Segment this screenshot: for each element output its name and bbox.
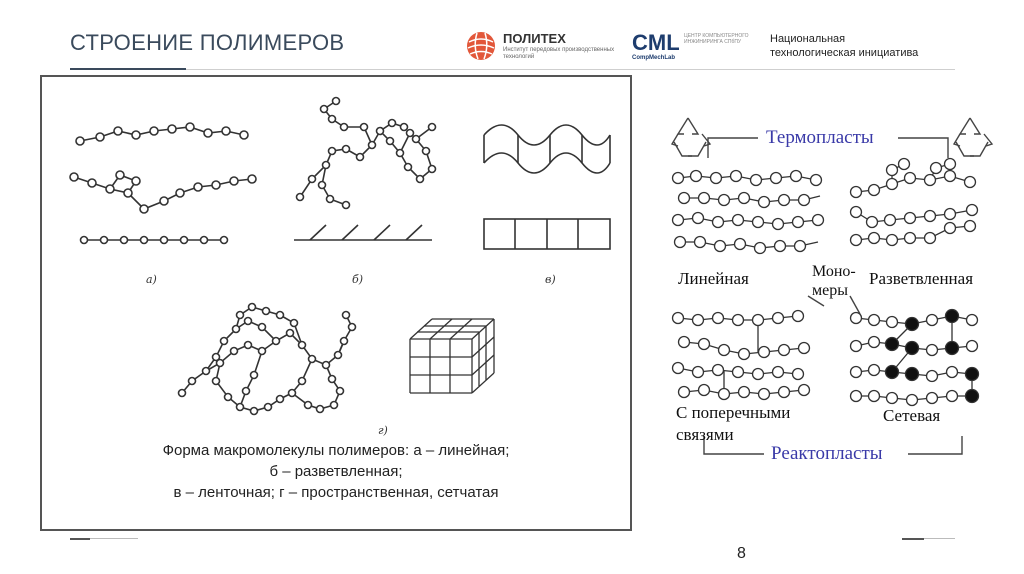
linear-polymer	[671, 169, 825, 255]
polymer-types-diagram	[670, 117, 994, 455]
footer-rule-right	[902, 538, 955, 539]
recycle-icon	[952, 117, 994, 157]
linear-chain-3-monomers	[79, 235, 229, 245]
network-polymer	[849, 308, 980, 407]
nti-label: Национальная технологическая инициатива	[770, 32, 970, 60]
linear-chain-1	[79, 126, 245, 142]
page-number: 8	[737, 545, 746, 562]
macromolecule-diagrams	[69, 96, 611, 416]
page-title: СТРОЕНИЕ ПОЛИМЕРОВ	[70, 30, 345, 55]
politeh-logo: ПОЛИТЕХ Институт передовых производствен…	[465, 30, 614, 67]
footer-rule-right-accent	[902, 538, 924, 540]
title-underline	[70, 68, 186, 70]
nti-line-1: Национальная	[770, 33, 846, 45]
network-label: Сетевая	[883, 406, 941, 425]
caption-line-1: Форма макромолекулы полимеров: а – линей…	[162, 442, 510, 459]
politeh-name: ПОЛИТЕХ	[503, 31, 566, 46]
thermoplastics-label: Термопласты	[766, 127, 874, 148]
branched-label: Разветвленная	[869, 269, 974, 288]
caption-line-2: б – разветвленная;	[269, 463, 403, 480]
crosslinked-line-2: связями	[676, 425, 734, 444]
thermoplast-bracket-left	[707, 137, 758, 158]
politeh-subtitle: Институт передовых производственных техн…	[503, 47, 615, 60]
cml-logo-subtext: CompMechLab	[632, 55, 676, 61]
crosslinked-polymer	[671, 309, 811, 401]
monomers-line-1: Моно-	[812, 263, 856, 280]
label-network: г)	[378, 424, 388, 437]
linear-chain-1-monomers	[75, 122, 249, 146]
linear-label: Линейная	[678, 269, 749, 288]
label-linear: а)	[146, 273, 157, 286]
crosslink-nodes	[884, 308, 980, 404]
crosslinked-label: С поперечными связями	[676, 402, 790, 446]
network-cube	[409, 318, 495, 394]
network-chain	[181, 332, 345, 394]
branched-chain	[299, 126, 433, 198]
politeh-globe-icon	[467, 32, 495, 60]
label-branched: б)	[352, 273, 364, 286]
figure-caption: Форма макромолекулы полимеров: а – линей…	[40, 440, 632, 503]
monomers-label: Моно- меры	[812, 262, 856, 300]
footer-rule-left	[70, 538, 138, 539]
recycle-icon	[670, 117, 712, 157]
footer-rule-left-accent	[70, 538, 90, 540]
nti-line-2: технологическая инициатива	[770, 47, 919, 59]
linear-chain-2-monomers	[69, 170, 257, 214]
branched-line-schematic	[294, 224, 432, 241]
thermoset-bracket-right	[908, 436, 963, 455]
monomers-line-2: меры	[812, 282, 848, 299]
cml-logo-text: CML	[632, 30, 680, 55]
crosslinked-line-1: С поперечными	[676, 403, 791, 422]
cml-logo-side: ЦЕНТР КОМПЬЮТЕРНОГО ИНЖИНИРИНГА СПбПУ	[684, 33, 749, 45]
thermoplast-bracket-right	[898, 137, 949, 158]
branched-chain-monomers	[295, 96, 437, 210]
branched-polymer	[849, 157, 979, 247]
thermoset-bracket-left	[703, 436, 764, 455]
ribbon-wave	[483, 124, 611, 174]
ribbon-ladder	[483, 218, 611, 250]
header-divider	[70, 69, 955, 70]
network-chain-monomers	[177, 302, 357, 416]
caption-line-3: в – ленточная; г – пространственная, сет…	[173, 484, 499, 501]
thermosets-label: Реактопласты	[771, 443, 883, 464]
label-ribbon: в)	[545, 273, 556, 286]
